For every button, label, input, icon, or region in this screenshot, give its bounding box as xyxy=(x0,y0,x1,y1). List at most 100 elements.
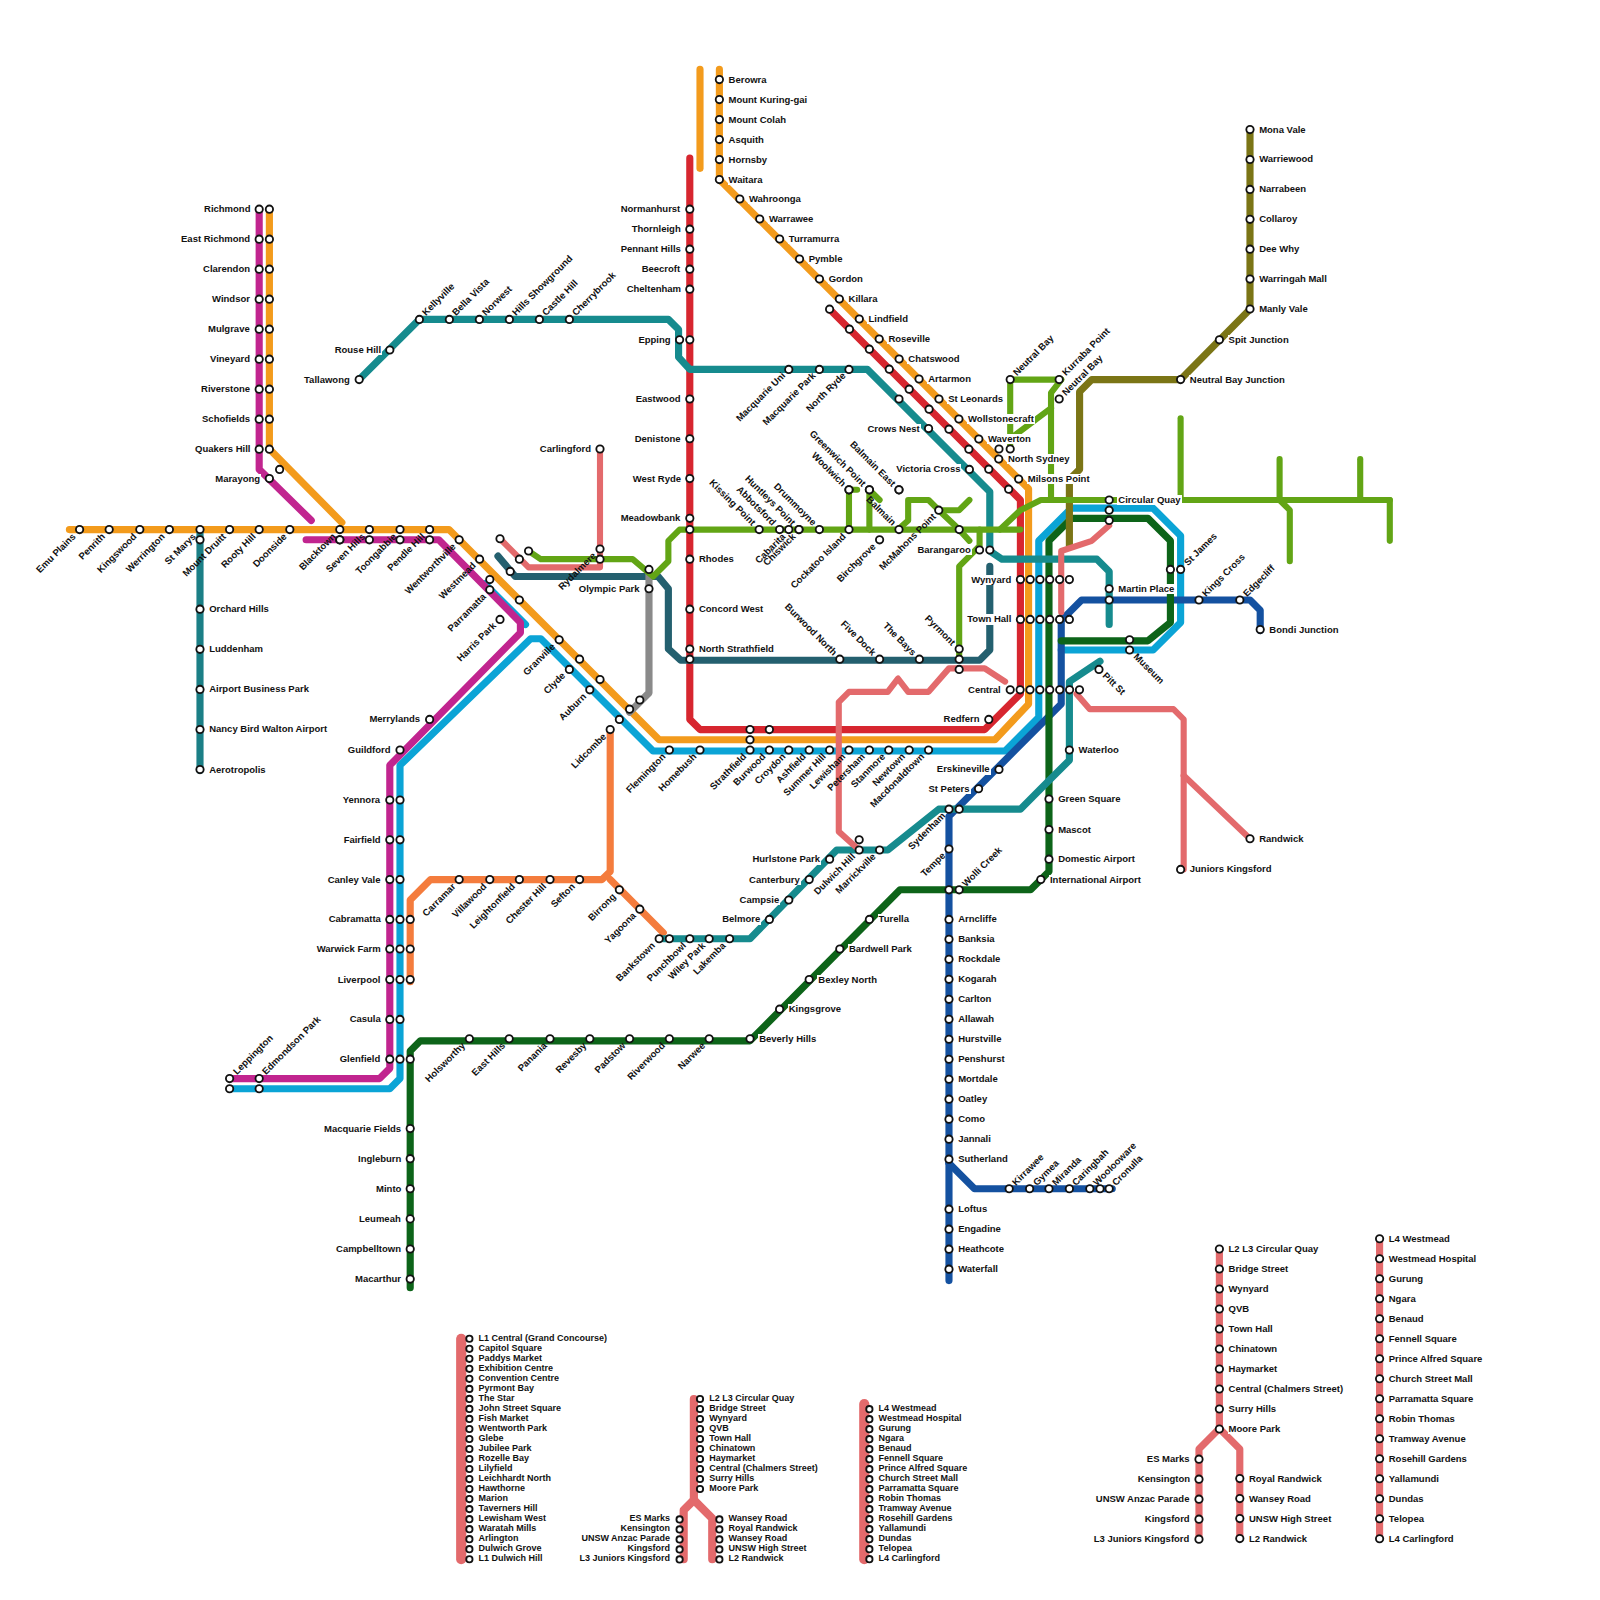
station-dot xyxy=(816,275,823,282)
rail-line xyxy=(500,449,600,567)
station-dot xyxy=(785,896,792,903)
station-label: Haymarket xyxy=(708,1454,756,1464)
station-dot xyxy=(1066,616,1073,623)
station-dot xyxy=(1076,686,1083,693)
station-dot xyxy=(686,246,693,253)
station-label: Concord West xyxy=(698,604,764,614)
station-dot xyxy=(576,656,583,663)
station-dot xyxy=(266,326,273,333)
station-label: Moore Park xyxy=(708,1484,759,1494)
station-label: Circular Quay xyxy=(1117,495,1181,505)
station-label: Penrith xyxy=(77,531,108,562)
station-label: Cheltenham xyxy=(626,284,682,294)
station-dot xyxy=(525,547,532,554)
station-label: Sydenham xyxy=(906,811,947,852)
station-label: Riverwood xyxy=(626,1040,668,1082)
station-label: Mulgrave xyxy=(207,324,251,334)
station-label: St James xyxy=(1182,531,1219,568)
station-dot xyxy=(616,886,623,893)
station-label: Wahroonga xyxy=(748,194,802,204)
station-label: Crows Nest xyxy=(866,424,920,434)
station-dot xyxy=(666,746,673,753)
station-dot xyxy=(1045,826,1052,833)
station-dot xyxy=(396,836,403,843)
rail-line xyxy=(269,209,341,522)
station-dot xyxy=(956,656,963,663)
station-dot xyxy=(716,1516,722,1522)
station-dot xyxy=(456,876,463,883)
station-dot xyxy=(616,716,623,723)
station-label: Richmond xyxy=(203,204,251,214)
station-label: Pennant Hills xyxy=(620,244,682,254)
station-label: Bardwell Park xyxy=(848,944,913,954)
station-dot xyxy=(396,746,403,753)
station-label: Waitara xyxy=(728,175,764,185)
station-dot xyxy=(925,406,932,413)
station-label: L2 Randwick xyxy=(728,1554,785,1564)
station-dot xyxy=(1005,486,1012,493)
station-label: Waterfall xyxy=(957,1264,999,1274)
station-dot xyxy=(1066,576,1073,583)
station-dot xyxy=(1106,496,1113,503)
station-dot xyxy=(1126,636,1133,643)
station-dot xyxy=(686,286,693,293)
station-label: Capitol Square xyxy=(478,1344,544,1354)
station-label: Wollstonecraft xyxy=(967,414,1035,424)
station-label: Fish Market xyxy=(478,1414,530,1424)
station-label: Fennell Square xyxy=(1388,1334,1458,1344)
station-dot xyxy=(266,236,273,243)
station-dot xyxy=(976,546,983,553)
station-dot xyxy=(1066,746,1073,753)
rail-line xyxy=(1199,1249,1219,1539)
station-label: Parramatta Square xyxy=(1388,1394,1474,1404)
station-dot xyxy=(696,746,703,753)
station-dot xyxy=(407,1215,414,1222)
station-dot xyxy=(386,916,393,923)
station-dot xyxy=(686,395,693,402)
station-label: Lindfield xyxy=(867,314,909,324)
station-label: Granville xyxy=(521,641,557,677)
station-label: Wansey Road xyxy=(728,1534,789,1544)
station-dot xyxy=(966,466,973,473)
station-label: Mount Colah xyxy=(728,115,788,125)
station-dot xyxy=(466,1396,472,1402)
station-label: ES Marks xyxy=(1146,1454,1191,1464)
station-label: Rhodes xyxy=(698,554,735,564)
station-dot xyxy=(785,746,792,753)
station-dot xyxy=(506,1035,513,1042)
station-dot xyxy=(866,916,873,923)
station-dot xyxy=(1376,1475,1383,1482)
station-label: Penshurst xyxy=(957,1054,1005,1064)
station-dot xyxy=(396,976,403,983)
station-dot xyxy=(386,1056,393,1063)
station-dot xyxy=(1026,1185,1033,1192)
station-dot xyxy=(336,526,343,533)
station-dot xyxy=(945,1036,952,1043)
station-dot xyxy=(466,1366,472,1372)
station-label: Meadowbank xyxy=(620,513,682,523)
station-dot xyxy=(1236,596,1243,603)
station-label: John Street Square xyxy=(478,1404,563,1414)
station-dot xyxy=(426,536,433,543)
station-dot xyxy=(945,1266,952,1273)
rail-line xyxy=(696,69,703,168)
station-dot xyxy=(1246,216,1253,223)
station-label: Central (Chalmers Street) xyxy=(708,1464,819,1474)
station-label: Fairfield xyxy=(343,835,382,845)
station-dot xyxy=(846,326,853,333)
station-dot xyxy=(935,507,942,514)
station-dot xyxy=(486,876,493,883)
station-label: Dulwich Grove xyxy=(478,1544,543,1554)
station-label: Emu Plains xyxy=(35,531,79,575)
station-label: Sefton xyxy=(549,881,577,909)
station-dot xyxy=(466,1426,472,1432)
station-label: Town Hall xyxy=(966,614,1012,624)
station-dot xyxy=(386,945,393,952)
station-dot xyxy=(1246,126,1253,133)
station-label: Tallawong xyxy=(303,375,351,385)
station-dot xyxy=(766,726,773,733)
station-dot xyxy=(466,1516,472,1522)
station-dot xyxy=(256,266,263,273)
station-label: Milsons Point xyxy=(1027,474,1091,484)
station-dot xyxy=(396,1016,403,1023)
